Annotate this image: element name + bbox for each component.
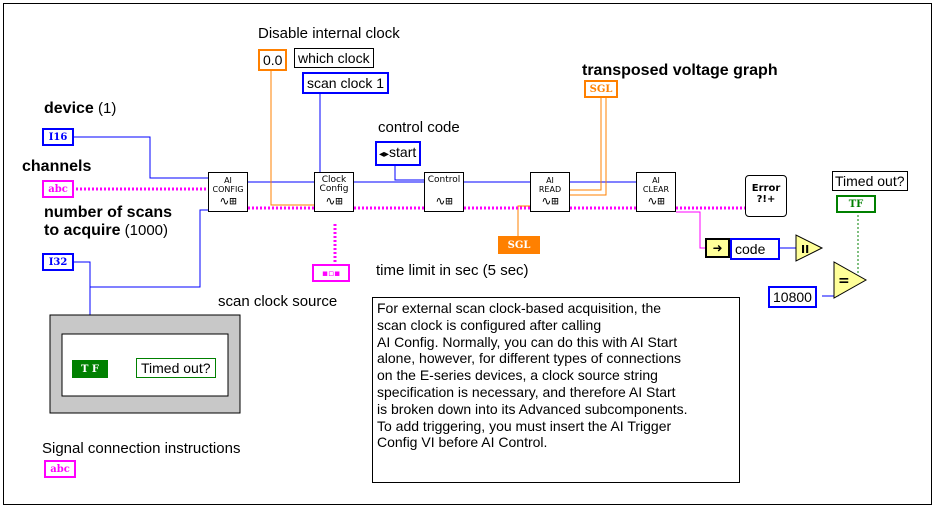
wire-control-code: [394, 161, 424, 181]
unbundle-arrow-icon: ➜: [705, 238, 730, 258]
control-label: Control: [427, 175, 461, 185]
waveform-icon: ∿⊞: [647, 194, 665, 208]
wire-scan-clock: [319, 91, 354, 180]
device-label: device (1): [44, 100, 117, 117]
number-of-scans-label: number of scans: [44, 204, 173, 221]
transposed-graph-terminal[interactable]: SGL: [584, 80, 618, 98]
ai-clear-vi[interactable]: AI CLEAR∿⊞: [636, 172, 676, 212]
svg-text:II: II: [801, 243, 809, 256]
disable-internal-clock-label: Disable internal clock: [258, 25, 400, 42]
increment-function: [795, 234, 824, 262]
error-code-output: code: [730, 238, 780, 260]
error-code-constant[interactable]: 10800: [768, 286, 817, 308]
ai-config-vi[interactable]: AI CONFIG∿⊞: [208, 172, 248, 212]
scans-terminal[interactable]: I32: [42, 253, 74, 271]
waveform-icon: ∿⊞: [435, 194, 453, 208]
transposed-voltage-graph-label: transposed voltage graph: [582, 62, 778, 79]
diagram-comment: For external scan clock-based acquisitio…: [372, 297, 740, 483]
timed-out-local-terminal[interactable]: T F: [72, 360, 108, 378]
timed-out-string-constant[interactable]: Timed out?: [136, 358, 216, 378]
ai-read-vi[interactable]: AI READ∿⊞: [530, 172, 570, 212]
waveform-icon: ∿⊞: [541, 194, 559, 208]
wire-transposed-graph: [570, 97, 602, 191]
clock-config-label: Clock Config: [319, 175, 349, 194]
signal-connection-label: Signal connection instructions: [42, 440, 241, 457]
wire-zero: [270, 71, 314, 206]
ai-config-label: AI CONFIG: [212, 176, 244, 194]
which-clock-label: which clock: [294, 48, 374, 68]
scan-clock-source-terminal[interactable]: ▪▫▪: [312, 264, 350, 282]
wire-scans-to-config: [90, 209, 208, 288]
wire-time-limit: [517, 205, 530, 236]
waveform-icon: ∿⊞: [325, 194, 343, 208]
time-limit-constant[interactable]: SGL: [498, 236, 540, 254]
timed-out-terminal[interactable]: TF: [836, 195, 876, 213]
scan-clock-1-constant[interactable]: scan clock 1: [302, 72, 390, 94]
control-code-ring[interactable]: ◂▸start: [375, 141, 422, 166]
time-limit-label: time limit in sec (5 sec): [376, 262, 529, 279]
equal-function: [833, 261, 868, 299]
timed-out-indicator-label: Timed out?: [832, 171, 908, 191]
error-label: Error ?!+: [751, 183, 781, 205]
svg-text:=: =: [838, 273, 850, 289]
ai-clear-label: AI CLEAR: [642, 176, 670, 194]
wire-device: [74, 136, 208, 179]
channels-label: channels: [22, 158, 92, 175]
to-acquire-label: to acquire (1000): [44, 222, 168, 239]
waveform-icon: ∿⊞: [219, 194, 237, 208]
channels-terminal[interactable]: abc: [42, 180, 74, 198]
wire-scans: [74, 261, 91, 320]
clock-config-vi[interactable]: Clock Config∿⊞: [314, 172, 354, 212]
ring-arrows-icon: ◂▸: [379, 149, 390, 160]
device-terminal[interactable]: I16: [42, 128, 74, 146]
wire-transposed-graph-b: [570, 97, 607, 196]
ai-control-vi[interactable]: Control ∿⊞: [424, 172, 464, 212]
error-handler-vi[interactable]: Error ?!+: [745, 175, 787, 217]
scan-clock-source-label: scan clock source: [218, 293, 338, 310]
zero-constant[interactable]: 0.0: [258, 49, 288, 71]
control-code-value: start: [389, 144, 417, 160]
control-code-label: control code: [378, 119, 460, 136]
ai-read-label: AI READ: [538, 176, 562, 194]
wire-error-in: [676, 211, 705, 249]
signal-connection-terminal[interactable]: abc: [44, 460, 76, 478]
